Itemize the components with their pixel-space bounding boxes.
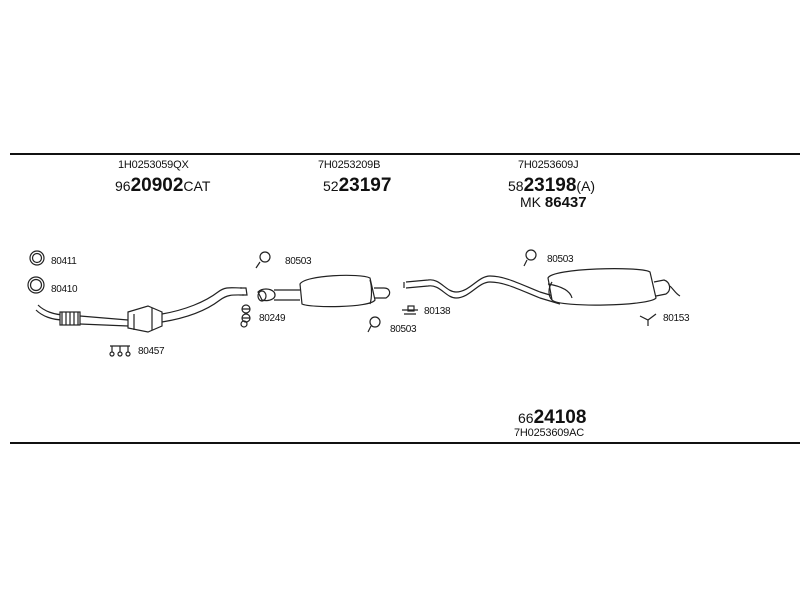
bolt-icon (240, 320, 248, 328)
clamp-ring-icon (29, 250, 45, 266)
part-label-80503-a: 80503 (285, 256, 312, 267)
kit-main-number: 86437 (544, 194, 587, 211)
intermediate-pipe (402, 275, 561, 315)
part-main-number: 20902 (130, 175, 184, 196)
part-main-number: 23198 (523, 175, 577, 196)
part-number-front-pipe: 9620902CAT (115, 176, 210, 195)
front-pipe-catalyst (35, 287, 248, 333)
part-suffix: CAT (183, 178, 211, 194)
part-label-80138: 80138 (424, 306, 451, 317)
part-label-80503-c: 80503 (547, 254, 574, 265)
top-divider-line (10, 153, 800, 155)
bottom-divider-line (10, 442, 800, 444)
part-label-80457: 80457 (138, 346, 165, 357)
kit-prefix: MK (520, 194, 541, 210)
part-prefix: 96 (115, 178, 131, 194)
oe-number-rear-silencer: 7H0253609J (518, 159, 579, 171)
oe-number-rear-alt: 7H0253609AC (514, 427, 584, 439)
part-suffix: (A) (576, 178, 596, 194)
part-number-rear-alt: 6624108 (518, 408, 586, 427)
part-number-rear-silencer: 5823198(A) (508, 176, 595, 195)
part-prefix: 66 (518, 410, 534, 426)
kit-number-rear: MK 86437 (520, 195, 587, 210)
part-number-middle-silencer: 5223197 (323, 176, 391, 195)
part-prefix: 58 (508, 178, 524, 194)
hanger-bracket-icon (109, 345, 131, 357)
part-main-number: 23197 (338, 175, 392, 196)
part-label-80249: 80249 (259, 313, 286, 324)
part-label-80410: 80410 (51, 284, 78, 295)
gasket-ring-icon (27, 276, 45, 294)
part-label-80503-b: 80503 (390, 324, 417, 335)
part-main-number: 24108 (533, 407, 587, 428)
oe-number-front-pipe: 1H0253059QX (118, 159, 189, 171)
part-label-80411: 80411 (51, 256, 77, 267)
part-prefix: 52 (323, 178, 339, 194)
part-label-80153: 80153 (663, 313, 690, 324)
rear-silencer (367, 249, 681, 333)
middle-silencer (241, 251, 391, 323)
oe-number-middle-silencer: 7H0253209B (318, 159, 381, 171)
